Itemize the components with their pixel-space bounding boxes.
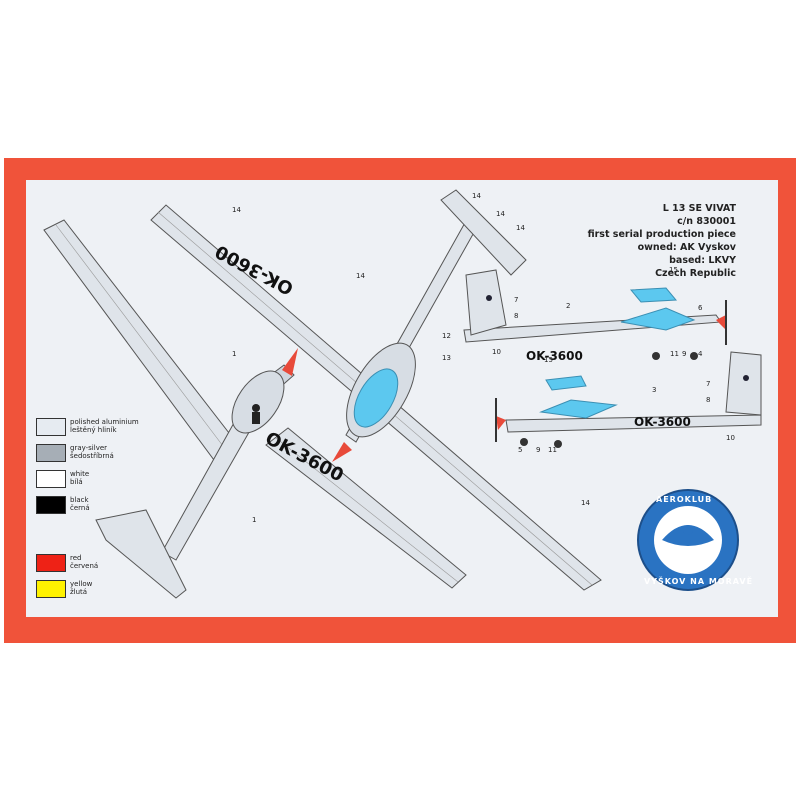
callout-1: 1 bbox=[232, 350, 236, 358]
callout-6: 6 bbox=[698, 304, 703, 312]
bottom-view-plane bbox=[43, 219, 467, 599]
legend-swatch bbox=[36, 496, 66, 514]
callout-3: 3 bbox=[652, 386, 656, 394]
side-view-lower bbox=[495, 351, 762, 448]
callout-2: 2 bbox=[566, 302, 570, 310]
side-view-upper bbox=[463, 269, 727, 360]
aircraft-drawings: OK-3600 OK-3600 OK-3600 OK-3600 14 14 14… bbox=[43, 189, 762, 599]
legend-swatch bbox=[36, 580, 66, 598]
info-line: owned: AK Vyskov bbox=[637, 242, 736, 253]
info-line: Czech Republic bbox=[655, 268, 736, 279]
info-line: based: LKVY bbox=[669, 255, 736, 266]
callout-9: 9 bbox=[682, 350, 686, 358]
legend-swatch bbox=[36, 554, 66, 572]
badge-top-text: AEROKLUB bbox=[656, 495, 712, 504]
callout-5: 5 bbox=[518, 446, 522, 454]
callout-11: 11 bbox=[548, 446, 557, 454]
legend-swatch bbox=[36, 470, 66, 488]
aeroklub-badge: AEROKLUB VYŠKOV NA MORAVĚ bbox=[637, 489, 753, 591]
instruction-sheet: OK-3600 OK-3600 OK-3600 OK-3600 14 14 14… bbox=[26, 180, 778, 617]
callout-11: 11 bbox=[670, 350, 679, 358]
callout-10: 10 bbox=[492, 348, 501, 356]
info-line: L 13 SE VIVAT bbox=[662, 203, 736, 214]
aircraft-info: L 13 SE VIVAT c/n 830001 first serial pr… bbox=[588, 202, 736, 280]
callout-8: 8 bbox=[706, 396, 710, 404]
callout-8: 8 bbox=[514, 312, 518, 320]
callout-14: 14 bbox=[496, 210, 505, 218]
top-view-plane bbox=[150, 189, 602, 591]
callout-4: 4 bbox=[698, 350, 703, 358]
callout-1: 1 bbox=[252, 516, 256, 524]
callout-14: 14 bbox=[232, 206, 241, 214]
badge-bottom-text: VYŠKOV NA MORAVĚ bbox=[644, 575, 753, 586]
callout-10: 10 bbox=[726, 434, 735, 442]
callout-14: 14 bbox=[472, 192, 481, 200]
info-line: first serial production piece bbox=[587, 229, 736, 240]
callout-15: 15 bbox=[544, 356, 553, 364]
callout-14: 14 bbox=[356, 272, 365, 280]
info-line: c/n 830001 bbox=[677, 216, 736, 227]
callout-14: 14 bbox=[516, 224, 525, 232]
callout-7: 7 bbox=[706, 380, 710, 388]
callout-12: 12 bbox=[442, 332, 451, 340]
registration-side-lower: OK-3600 bbox=[634, 415, 691, 429]
callout-15: 15 bbox=[669, 266, 678, 274]
callout-14: 14 bbox=[581, 499, 590, 507]
registration-side-upper: OK-3600 bbox=[526, 349, 583, 363]
callout-7: 7 bbox=[514, 296, 518, 304]
callout-9: 9 bbox=[536, 446, 540, 454]
decal-box: OK-3600 OK-3600 OK-3600 OK-3600 14 14 14… bbox=[4, 158, 796, 643]
legend-swatch bbox=[36, 418, 66, 436]
registration-bottom-view: OK-3600 bbox=[262, 428, 347, 487]
legend-swatch bbox=[36, 444, 66, 462]
callout-13: 13 bbox=[442, 354, 451, 362]
